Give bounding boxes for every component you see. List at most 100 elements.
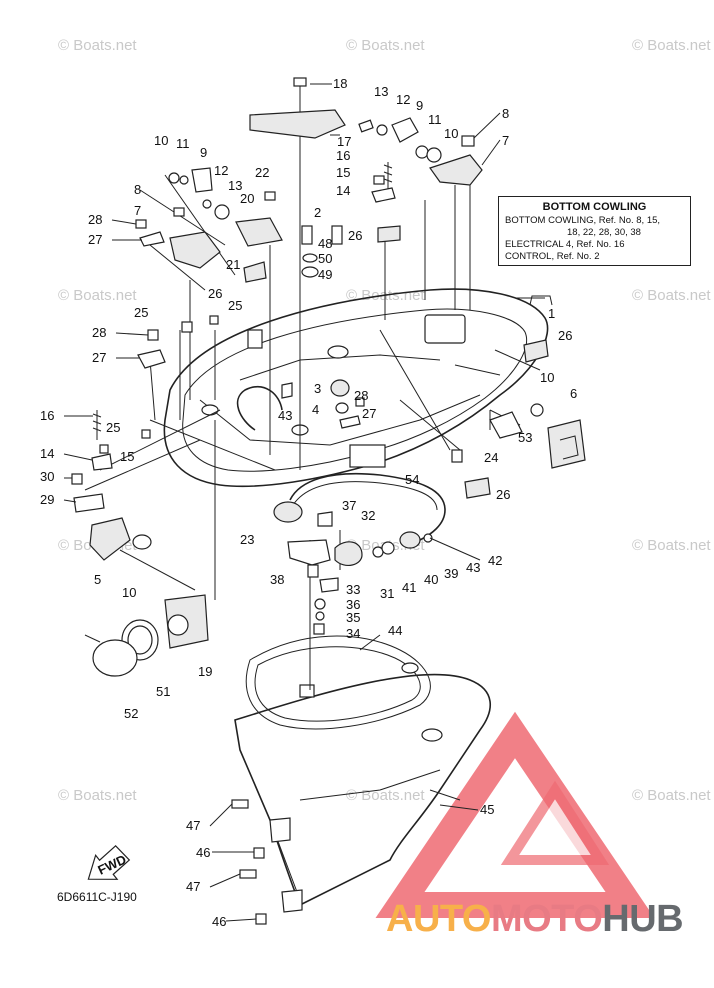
ref-label: 28 — [88, 212, 102, 227]
ref-label: 31 — [380, 586, 394, 601]
ref-label: 18 — [333, 76, 347, 91]
legend-line: ELECTRICAL 4, Ref. No. 16 — [505, 239, 625, 250]
ref-label: 27 — [362, 406, 376, 421]
ref-label: 7 — [134, 203, 141, 218]
ref-label: 32 — [361, 508, 375, 523]
ref-label: 27 — [88, 232, 102, 247]
ref-label: 38 — [270, 572, 284, 587]
ref-label: 46 — [212, 914, 226, 929]
ref-label: 49 — [318, 267, 332, 282]
bottom-cowling-tray — [163, 288, 549, 488]
ref-label: 21 — [226, 257, 240, 272]
brand-logo-triangle — [375, 711, 655, 918]
brand-logo: AUTOMOTOHUB — [386, 898, 684, 941]
ref-label: 9 — [200, 145, 207, 160]
ref-label: 52 — [124, 706, 138, 721]
ref-label: 30 — [40, 469, 54, 484]
reference-labels: 18 17 1 3 12 9 11 10 8 7 16 15 14 10 11 9… — [40, 76, 577, 929]
brand-part: HUB — [602, 898, 684, 940]
brand-part: AUTO — [386, 898, 491, 940]
ref-label: 25 — [134, 305, 148, 320]
ref-label: 10 — [444, 126, 458, 141]
ref-label: 9 — [416, 98, 423, 113]
ref-label: 53 — [518, 430, 532, 445]
diagram-code: 6D6611C-J190 — [57, 890, 137, 904]
ref-label: 36 — [346, 597, 360, 612]
ref-label: 44 — [388, 623, 402, 638]
ref-label: 42 — [488, 553, 502, 568]
watermark: © Boats.net — [346, 787, 425, 804]
legend-line: BOTTOM COWLING, Ref. No. 8, 15, — [505, 215, 661, 226]
ref-label: 15 — [336, 165, 350, 180]
brand-part: MOTO — [490, 898, 603, 940]
ref-label: 51 — [156, 684, 170, 699]
ref-label: 11 — [428, 112, 442, 127]
legend-line: CONTROL, Ref. No. 2 — [505, 251, 600, 262]
ref-label: 11 — [176, 136, 190, 151]
watermark: © Boats.net — [58, 37, 137, 54]
ref-label: 48 — [318, 236, 332, 251]
ref-label: 46 — [196, 845, 210, 860]
ref-label: 10 — [122, 585, 136, 600]
ref-label: 16 — [336, 148, 350, 163]
ref-label: 54 — [405, 472, 419, 487]
ref-label: 39 — [444, 566, 458, 581]
ref-label: 27 — [92, 350, 106, 365]
ref-label: 50 — [318, 251, 332, 266]
ref-label: 2 — [314, 205, 321, 220]
ref-label: 43 — [278, 408, 292, 423]
ref-label: 40 — [424, 572, 438, 587]
ref-label: 37 — [342, 498, 356, 513]
ref-label: 7 — [502, 133, 509, 148]
ref-label: 26 — [208, 286, 222, 301]
lower-cowling-housing — [234, 635, 492, 907]
ref-label: 41 — [402, 580, 416, 595]
ref-label: 23 — [240, 532, 254, 547]
ref-label: 26 — [496, 487, 510, 502]
legend-line: 18, 22, 28, 30, 38 — [567, 227, 641, 238]
ref-label: 8 — [502, 106, 509, 121]
ref-label: 22 — [255, 165, 269, 180]
ref-label: 45 — [480, 802, 494, 817]
ref-label: 10 — [540, 370, 554, 385]
ref-label: 25 — [228, 298, 242, 313]
ref-label: 33 — [346, 582, 360, 597]
hoses — [236, 385, 446, 541]
bracket-line — [529, 295, 553, 306]
watermark: © Boats.net — [58, 787, 137, 804]
ref-label: 14 — [336, 183, 350, 198]
ref-label: 16 — [40, 408, 54, 423]
ref-label: 47 — [186, 879, 200, 894]
legend-title: BOTTOM COWLING — [542, 201, 647, 213]
ref-label: 43 — [466, 560, 480, 575]
ref-label: 10 — [154, 133, 168, 148]
ref-label: 15 — [120, 449, 134, 464]
small-parts — [71, 77, 586, 925]
ref-label: 12 — [396, 92, 410, 107]
ref-label: 28 — [92, 325, 106, 340]
ref-label: 3 — [314, 381, 321, 396]
ref-label: 26 — [558, 328, 572, 343]
ref-label: 1 — [548, 306, 555, 321]
ref-label: 35 — [346, 610, 360, 625]
label-leaders — [63, 83, 501, 922]
watermark: © Boats.net — [632, 37, 711, 54]
ref-label: 14 — [40, 446, 54, 461]
legend-box: BOTTOM COWLING BOTTOM COWLING, Ref. No. … — [498, 196, 691, 266]
ref-label: 20 — [240, 191, 254, 206]
ref-label: 29 — [40, 492, 54, 507]
leader-lines — [84, 90, 545, 801]
ref-label: 17 — [337, 134, 351, 149]
watermark: © Boats.net — [632, 787, 711, 804]
ref-label: 12 — [214, 163, 228, 178]
ref-label: 5 — [94, 572, 101, 587]
fwd-arrow-icon: FWD — [87, 845, 131, 880]
ref-label: 24 — [484, 450, 498, 465]
ref-label: 28 — [354, 388, 368, 403]
ref-label: 34 — [346, 626, 360, 641]
ref-label: 25 — [106, 420, 120, 435]
watermark: © Boats.net — [632, 287, 711, 304]
ref-label: 47 — [186, 818, 200, 833]
